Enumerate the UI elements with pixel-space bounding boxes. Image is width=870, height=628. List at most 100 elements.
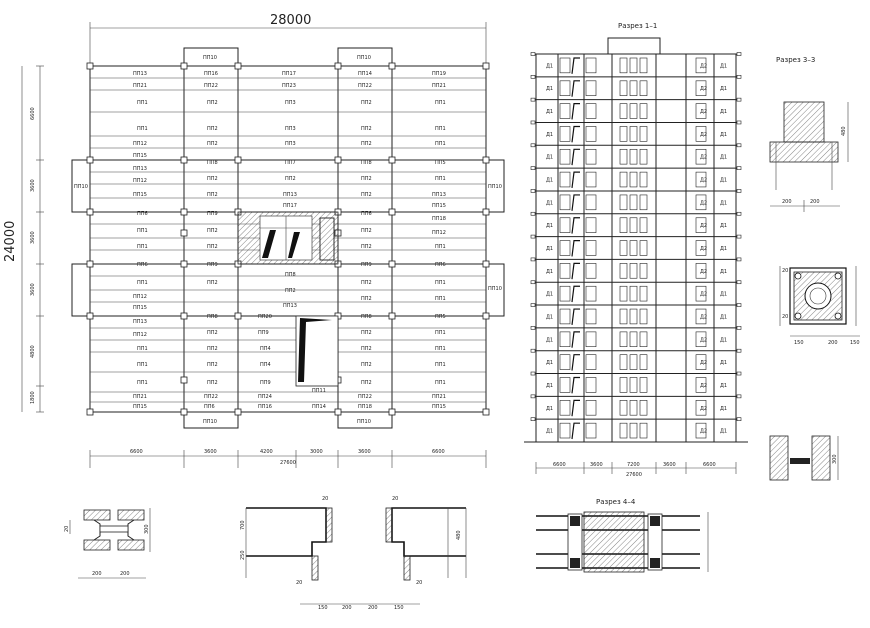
dim-480: 480 bbox=[841, 126, 847, 136]
slab-label: ПП8 bbox=[207, 160, 218, 166]
slab-label: ПП1 bbox=[137, 280, 148, 286]
window bbox=[695, 308, 707, 325]
slab-label: ПП8 bbox=[361, 314, 372, 320]
slab-end bbox=[530, 189, 536, 193]
stair-core bbox=[237, 211, 339, 265]
bottom-dimension-chain: 6600 3600 4200 3000 3600 6600 27600 bbox=[89, 449, 487, 468]
door-swing bbox=[571, 422, 580, 440]
slab-label: ПП10 bbox=[203, 419, 217, 425]
slab-label: ПП2 bbox=[207, 126, 218, 132]
stair-window bbox=[619, 80, 628, 96]
slab-label: ПП17 bbox=[282, 71, 296, 77]
door-label-d2: Д2 bbox=[700, 292, 707, 298]
stair-window bbox=[639, 103, 648, 119]
window bbox=[695, 377, 707, 393]
door-label-d1: Д1 bbox=[720, 360, 727, 366]
slab-label: ПП2 bbox=[361, 346, 372, 352]
window bbox=[559, 217, 571, 233]
slab-label: ПП10 bbox=[74, 184, 88, 190]
window bbox=[585, 240, 597, 256]
door-label-d1: Д1 bbox=[720, 314, 727, 320]
dim-20: 20 bbox=[64, 526, 70, 532]
door-swing bbox=[571, 354, 580, 371]
slab-label: ПП2 bbox=[207, 100, 218, 106]
door-label-d1: Д1 bbox=[720, 155, 727, 161]
stair-window bbox=[619, 308, 628, 325]
window bbox=[585, 103, 597, 119]
step-joint-details: 20 20 700 250 480 20 20 150 200 200 150 bbox=[240, 496, 467, 611]
slab-label: ПП9 bbox=[361, 262, 372, 268]
window bbox=[585, 126, 597, 142]
door-swing bbox=[571, 308, 580, 325]
stair-window bbox=[619, 171, 628, 188]
slab-label: ПП1 bbox=[137, 346, 148, 352]
dim-300: 300 bbox=[832, 454, 838, 464]
door-label-d2: Д2 bbox=[700, 200, 707, 206]
elev-dim-1: 6600 bbox=[553, 462, 566, 468]
window bbox=[585, 331, 597, 348]
stair-window bbox=[619, 194, 628, 211]
door-label-d1: Д1 bbox=[720, 429, 727, 435]
slab-label: ПП2 bbox=[361, 244, 372, 250]
window bbox=[585, 171, 597, 188]
door-label-d2: Д2 bbox=[700, 314, 707, 320]
slab-label: ПП2 bbox=[207, 346, 218, 352]
door-swing bbox=[571, 194, 580, 211]
window bbox=[695, 331, 707, 348]
window bbox=[695, 171, 707, 188]
slab-label: ПП15 bbox=[133, 305, 147, 311]
dim-20: 20 bbox=[416, 580, 422, 586]
slab-label: ПП2 bbox=[207, 244, 218, 250]
slab-label: ПП9 bbox=[207, 262, 218, 268]
door-label-d1: Д1 bbox=[546, 337, 553, 343]
slab-label: ПП12 bbox=[133, 332, 147, 338]
bottom-dim-total: 27600 bbox=[280, 460, 296, 466]
slab-label: ПП5 bbox=[435, 160, 446, 166]
slab-end bbox=[530, 348, 536, 353]
slab-label: ПП3 bbox=[285, 141, 296, 147]
slab-label: ПП1 bbox=[435, 244, 446, 250]
door-swing bbox=[571, 239, 580, 257]
slab-label: ПП22 bbox=[204, 83, 218, 89]
dim-300: 300 bbox=[144, 524, 150, 534]
slab-end bbox=[530, 257, 536, 262]
stair-window bbox=[629, 354, 638, 370]
window bbox=[585, 148, 597, 165]
stair-window bbox=[629, 80, 638, 96]
bottom-dim-2: 3600 bbox=[204, 449, 217, 455]
door-label-d2: Д2 bbox=[700, 223, 707, 229]
slab-end bbox=[530, 52, 536, 56]
door-label-d1: Д1 bbox=[720, 337, 727, 343]
section-3-3: Разрез 3–3 200 200 480 bbox=[769, 56, 849, 212]
slab-end bbox=[530, 326, 536, 330]
stair-window bbox=[639, 194, 648, 211]
dim-480: 480 bbox=[456, 530, 462, 540]
slab-label: ПП6 bbox=[137, 262, 148, 268]
slab-label: ПП15 bbox=[133, 192, 147, 198]
slab-label: ПП9 bbox=[207, 211, 218, 217]
slab-label: ПП16 bbox=[204, 71, 218, 77]
stair-window bbox=[629, 285, 638, 302]
slab-end bbox=[530, 234, 536, 239]
section-1-1-title: Разрез 1–1 bbox=[618, 22, 657, 30]
window bbox=[695, 422, 707, 439]
slab-label: ПП10 bbox=[203, 55, 217, 61]
dim-200: 200 bbox=[342, 605, 352, 611]
slab-end bbox=[530, 371, 536, 376]
slab-label: ПП1 bbox=[435, 126, 446, 132]
lower-core bbox=[295, 315, 339, 387]
door-label-d1: Д1 bbox=[720, 406, 727, 412]
stair-window bbox=[639, 217, 648, 233]
door-label-d1: Д1 bbox=[720, 109, 727, 115]
slab-label: ПП2 bbox=[361, 296, 372, 302]
slab-label: ПП1 bbox=[137, 100, 148, 106]
dim-20: 20 bbox=[296, 580, 302, 586]
slab-labels: ПП10 ПП10 ПП13 ПП16 ПП17 ПП14 ПП19 ПП21 … bbox=[74, 55, 502, 425]
door-label-d2: Д2 bbox=[700, 63, 707, 69]
door-label-d1: Д1 bbox=[546, 178, 553, 184]
stair-window bbox=[639, 57, 648, 74]
door-label-d1: Д1 bbox=[546, 63, 553, 69]
door-label-d1: Д1 bbox=[720, 86, 727, 92]
door-label-d2: Д2 bbox=[700, 132, 707, 138]
window bbox=[559, 377, 571, 393]
